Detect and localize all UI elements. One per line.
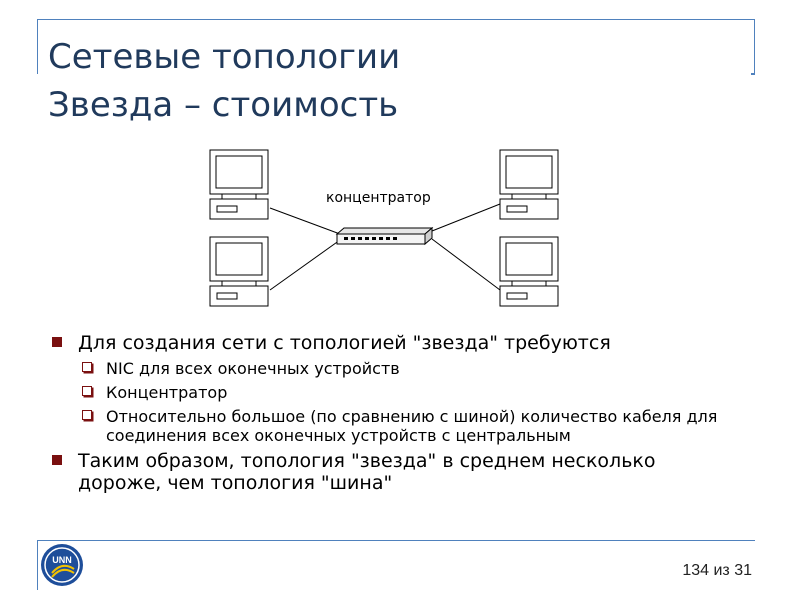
hollow-square-bullet-icon [82, 362, 92, 372]
square-bullet-icon [52, 455, 62, 465]
cable-top-left [269, 207, 341, 235]
sub-bullet-item: NIC для всех оконечных устройств [48, 359, 768, 378]
computer-icon [499, 149, 559, 220]
frame-right-line [754, 19, 755, 74]
page-number: 134 из 31 [682, 562, 752, 579]
sub-bullet-text: Концентратор [106, 383, 228, 402]
computer-icon [209, 236, 269, 307]
frame-left-line [37, 19, 38, 74]
hub-label: концентратор [326, 190, 431, 206]
sub-bullet-text: NIC для всех оконечных устройств [106, 359, 400, 378]
hub-icon [335, 226, 434, 246]
hollow-square-bullet-icon [82, 386, 92, 396]
star-topology-diagram: концентратор [209, 149, 559, 307]
bullet-text: Таким образом, топология "звезда" в сред… [78, 450, 656, 494]
cables [269, 203, 501, 291]
university-logo-icon: UNN [41, 544, 83, 586]
frame-top-line [37, 19, 755, 20]
title-line-1: Сетевые топологии [48, 37, 401, 77]
computer-icon [499, 236, 559, 307]
bullet-item: Таким образом, топология "звезда" в сред… [48, 450, 768, 494]
sub-bullet-text: Относительно большое (по сравнению с шин… [106, 407, 718, 445]
slide-body: Для создания сети с топологией "звезда" … [48, 332, 768, 499]
frame-dot [751, 73, 755, 75]
sub-bullet-item: Концентратор [48, 383, 768, 402]
cable-top-right [431, 203, 501, 232]
slide-title: Сетевые топологии Звезда – стоимость [48, 33, 400, 129]
frame-bottom-left-line [37, 540, 38, 590]
sub-bullet-item: Относительно большое (по сравнению с шин… [48, 407, 768, 445]
hollow-square-bullet-icon [82, 410, 92, 420]
cable-bottom-left [269, 239, 341, 291]
logo-lettering: UNN [52, 555, 72, 565]
frame-bottom-line [37, 540, 755, 541]
computer-icon [209, 149, 269, 220]
cable-bottom-right [431, 238, 501, 291]
title-line-2: Звезда – стоимость [48, 85, 399, 125]
bullet-item: Для создания сети с топологией "звезда" … [48, 332, 768, 354]
square-bullet-icon [52, 337, 62, 347]
bullet-text: Для создания сети с топологией "звезда" … [78, 332, 611, 354]
